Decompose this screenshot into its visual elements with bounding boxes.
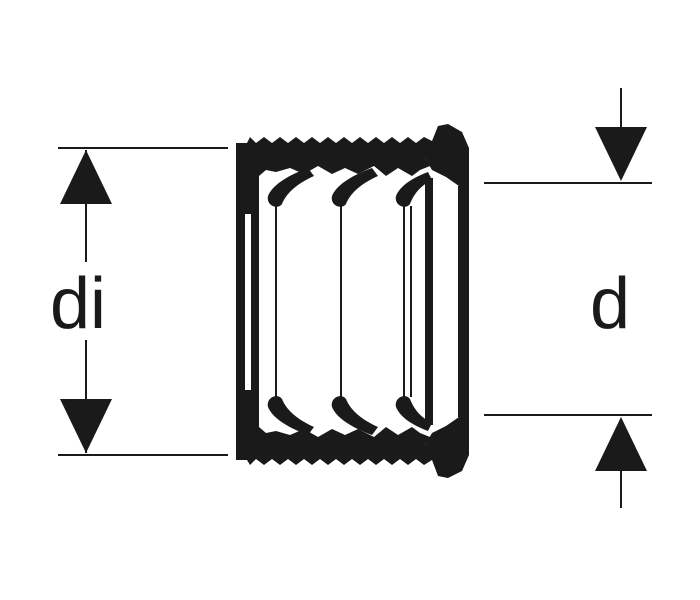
fitting-left-wall xyxy=(251,158,259,445)
seal-lip-top-1 xyxy=(267,168,314,207)
fitting-body xyxy=(236,124,469,478)
d-arrow-down xyxy=(595,127,647,181)
seal-lip-bottom-1 xyxy=(267,396,314,435)
fitting-left-slit xyxy=(244,214,251,390)
di-arrow-down xyxy=(60,399,112,453)
di-dimension xyxy=(58,147,228,456)
di-arrow-up xyxy=(60,150,112,204)
seal-lip-top-2 xyxy=(331,168,378,207)
d-arrow-up xyxy=(595,417,647,471)
fitting-right-bore xyxy=(433,186,459,417)
seal-lip-bottom-2 xyxy=(331,396,378,435)
d-dimension xyxy=(484,88,652,508)
d-label: d xyxy=(590,264,630,344)
seal-lip-top-3 xyxy=(395,172,432,207)
fitting-right-step xyxy=(425,178,433,425)
seal-lip-bottom-3 xyxy=(395,396,432,431)
di-label: di xyxy=(50,264,106,344)
fitting-inner-cavity xyxy=(251,158,459,445)
